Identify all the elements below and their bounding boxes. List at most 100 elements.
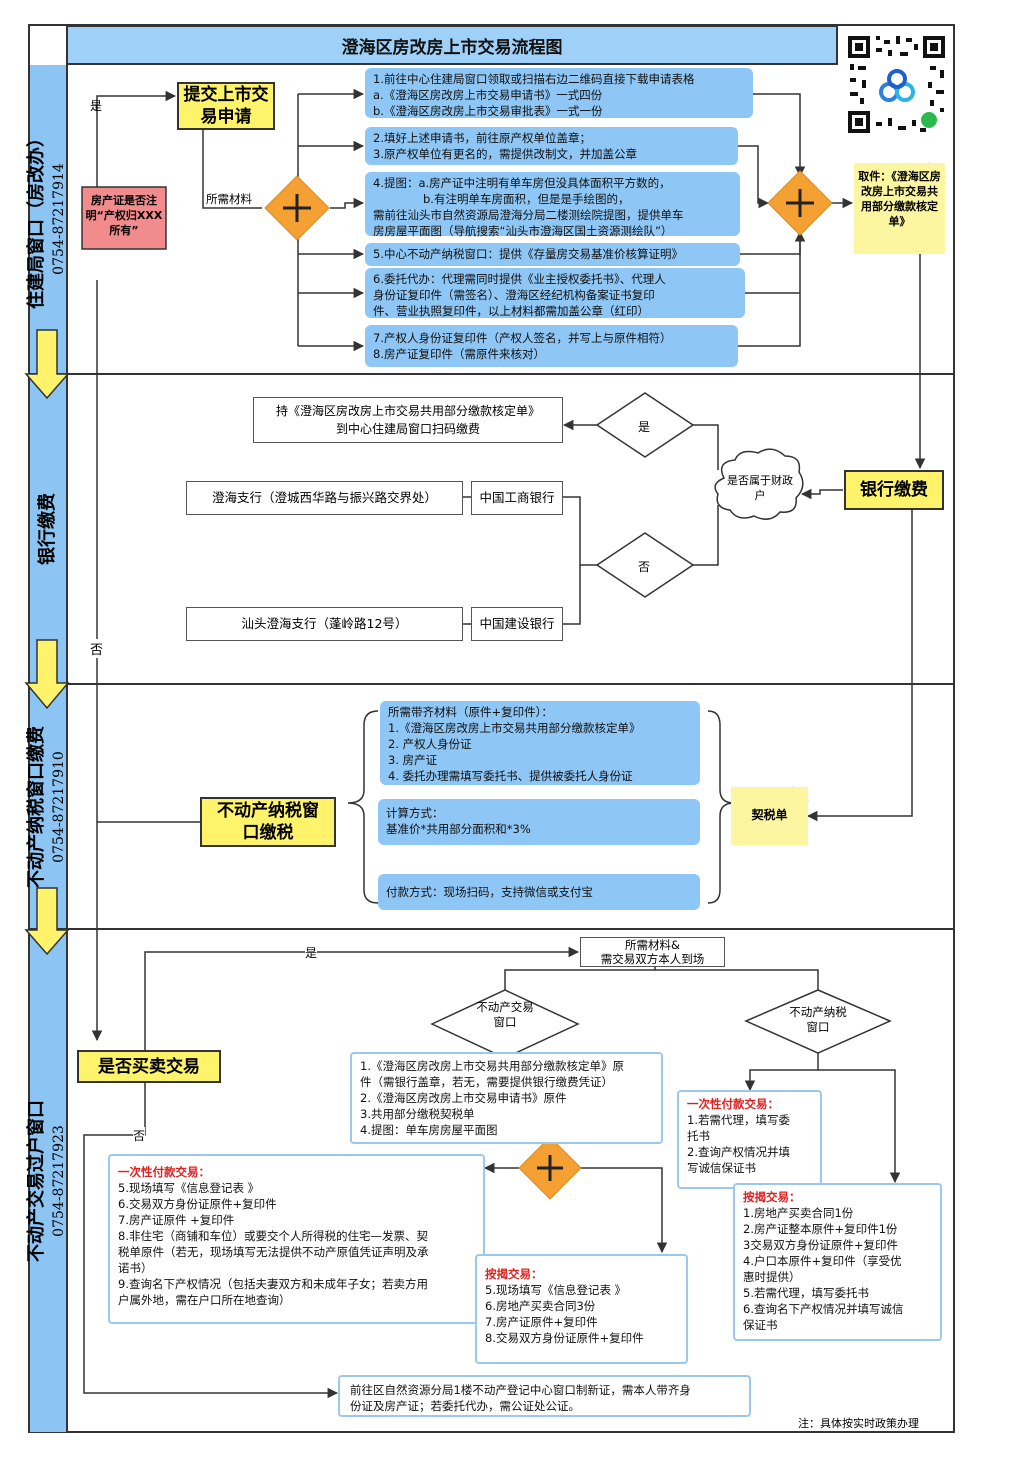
step4-box: 4.提图：a.房产证中注明有单车房但没具体面积平方数的， b.有注明单车房面积，… bbox=[365, 172, 740, 238]
step-line: b.有注明单车房面积，但是是手绘图的， bbox=[423, 192, 630, 206]
plus-icon bbox=[518, 1136, 582, 1200]
sale-no-label: 否 bbox=[133, 1127, 146, 1144]
cert-check-box: 房产证是否注明“产权归XXX所有” bbox=[84, 193, 164, 238]
tax-payment-box: 付款方式：现场扫码，支持微信或支付宝 bbox=[378, 874, 700, 910]
step-line: 房房屋平面图（导航搜索“汕头市澄海区国土资源测绘队”） bbox=[373, 224, 673, 238]
tax-mortgage-line: 4.户口本原件+复印件（享受优 bbox=[743, 1254, 902, 1268]
trade-doc-line: 2.《澄海区房改房上市交易申请书》原件 bbox=[360, 1091, 567, 1105]
step-line: 8.房产证复印件（需原件来核对） bbox=[373, 347, 545, 361]
tax-window-line: 窗口 bbox=[806, 1020, 830, 1034]
mortgage-line: 8.交易双方身份证原件+复印件 bbox=[485, 1331, 644, 1345]
branch1-text: 澄海支行（澄城西华路与振兴路交界处） bbox=[211, 490, 437, 505]
cert-check-text: 房产证是否注明“产权归XXX所有” bbox=[85, 194, 163, 237]
tax-mortgage-line: 6.查询名下产权情况并填写诚信 bbox=[743, 1302, 904, 1316]
tax-calc-box: 计算方式： 基准价*共用部分面积和*3% bbox=[378, 799, 700, 845]
tax-mortgage-line: 2.房产证整本原件+复印件1份 bbox=[743, 1222, 898, 1236]
footnote: 注：具体按实时政策办理 bbox=[798, 1417, 919, 1430]
branch1-box: 澄海支行（澄城西华路与振兴路交界处） bbox=[186, 481, 463, 515]
bank2-text: 中国建设银行 bbox=[479, 616, 555, 631]
submit-application-box: 提交上市交易申请 bbox=[177, 82, 275, 130]
tax-mortgage-title: 按揭交易： bbox=[743, 1190, 801, 1204]
step-line: 件、营业执照复印件，以上材料都需加盖公章（红印） bbox=[373, 304, 649, 318]
bank-pay-text: 银行缴费 bbox=[860, 480, 928, 500]
trade-window-line: 不动产交易 bbox=[476, 1000, 534, 1014]
step-line: 5.中心不动产纳税窗口：提供《存量房交易基准价核算证明》 bbox=[373, 247, 683, 261]
step1-box: 1.前往中心住建局窗口领取或扫描右边二维码直接下载申请表格 a.《澄海区房改房上… bbox=[365, 68, 753, 118]
pay-note-line: 持《澄海区房改房上市交易共用部分缴款核定单》 bbox=[275, 404, 540, 418]
once-line: 税单原件（若无，现场填写无法提供不动产原值凭证声明及承 bbox=[118, 1245, 429, 1259]
tax-window-text: 不动产纳税窗口缴税 bbox=[217, 801, 319, 843]
once-line: 9.查询名下产权情况（包括夫妻双方和未成年子女；若卖方用 bbox=[118, 1277, 428, 1291]
tax-mortgage-line: 5.若需代理，填写委托书 bbox=[743, 1286, 869, 1300]
tax-calc-line: 基准价*共用部分面积和*3% bbox=[386, 822, 531, 836]
tax-calc-line: 计算方式： bbox=[386, 806, 444, 820]
trade-docs-box: 1.《澄海区房改房上市交易共用部分缴款核定单》原 件（需银行盖章，若无，需要提供… bbox=[350, 1052, 663, 1144]
decision-diamond-trade bbox=[430, 989, 580, 1059]
tax-material-line: 2. 产权人身份证 bbox=[388, 737, 472, 751]
once-line: 5.现场填写《信息登记表 》 bbox=[118, 1181, 260, 1195]
tax-mortgage-line: 保证书 bbox=[743, 1318, 778, 1332]
yes-label: 是 bbox=[90, 99, 103, 113]
tax-window-decision-text: 不动产纳税 窗口 bbox=[778, 1005, 858, 1035]
tax-window-line: 不动产纳税 bbox=[789, 1005, 847, 1019]
bank1-text: 中国工商银行 bbox=[479, 490, 555, 505]
tax-mortgage-line: 3交易双方身份证原件+复印件 bbox=[743, 1238, 898, 1252]
step-line: 7.产权人身份证复印件（产权人签名，并写上与原件相符） bbox=[373, 331, 672, 345]
left-no-label: 否 bbox=[90, 639, 104, 658]
pickup-text: 取件：《澄海区房改房上市交易共用部分缴款核定单》 bbox=[858, 170, 941, 228]
check-box-shape bbox=[81, 186, 167, 250]
branch2-box: 汕头澄海支行（蓬岭路12号） bbox=[186, 607, 463, 641]
step5-box: 5.中心不动产纳税窗口：提供《存量房交易基准价核算证明》 bbox=[365, 243, 740, 266]
is-sale-box: 是否买卖交易 bbox=[77, 1050, 221, 1083]
lane-header-bank: 银行缴费 bbox=[30, 375, 68, 683]
step-line: 3.原产权单位有更名的，需提供改制文，并加盖公章 bbox=[373, 147, 637, 161]
plus-icon bbox=[767, 170, 833, 236]
trade-doc-line: 3.共用部分缴税契税单 bbox=[360, 1107, 475, 1121]
once-line: 7.房产证原件 +复印件 bbox=[118, 1213, 235, 1227]
need-line: 所需材料& bbox=[625, 938, 680, 952]
lane-divider bbox=[28, 373, 955, 375]
tax-material-line: 1.《澄海区房改房上市交易共用部分缴款核定单》 bbox=[388, 721, 641, 735]
step7-box: 7.产权人身份证复印件（产权人签名，并写上与原件相符） 8.房产证复印件（需原件… bbox=[365, 325, 738, 367]
diamond-yes-label: 是 bbox=[638, 420, 651, 434]
trade-doc-line: 件（需银行盖章，若无，需要提供银行缴费凭证） bbox=[360, 1075, 613, 1089]
decision-diamond-no bbox=[595, 532, 695, 598]
tax-mortgage-box: 按揭交易： 1.房地产买卖合同1份 2.房产证整本原件+复印件1份 3交易双方身… bbox=[733, 1183, 942, 1341]
trade-window-line: 窗口 bbox=[493, 1015, 517, 1029]
mortgage-line: 5.现场填写《信息登记表 》 bbox=[485, 1283, 627, 1297]
branch2-text: 汕头澄海支行（蓬岭路12号） bbox=[241, 616, 408, 631]
down-arrow-icon bbox=[24, 329, 70, 956]
mortgage-line: 6.房地产买卖合同3份 bbox=[485, 1299, 596, 1313]
step-line: 4.提图：a.房产证中注明有单车房但没具体面积平方数的， bbox=[373, 176, 671, 190]
once-title: 一次性付款交易： bbox=[118, 1165, 210, 1179]
mortgage-line: 7.房产证原件+复印件 bbox=[485, 1315, 598, 1329]
mortgage-title: 按揭交易： bbox=[485, 1267, 543, 1281]
materials-label: 所需材料 bbox=[206, 192, 252, 206]
once-line: 诺书） bbox=[118, 1261, 153, 1275]
decision-diamond-tax bbox=[744, 989, 892, 1054]
tax-once-line: 2.查询产权情况并填 bbox=[687, 1145, 790, 1159]
is-sale-text: 是否买卖交易 bbox=[98, 1056, 200, 1077]
trade-doc-line: 4.提图：单车房房屋平面图 bbox=[360, 1123, 498, 1137]
need-line: 需交易双方本人到场 bbox=[600, 952, 705, 966]
plus-icon bbox=[264, 175, 330, 241]
final-line: 前往区自然资源分局1楼不动产登记中心窗口制新证，需本人带齐身 bbox=[350, 1383, 691, 1397]
tax-once-line: 写诚信保证书 bbox=[687, 1161, 756, 1175]
step-line: 6.委托代办：代理需同时提供《业主授权委托书》、代理人 bbox=[373, 272, 666, 286]
step-line: 2.填好上述申请书，前往原产权单位盖章； bbox=[373, 131, 591, 145]
need-box: 所需材料& 需交易双方本人到场 bbox=[580, 937, 725, 967]
tax-mortgage-line: 惠时提供） bbox=[743, 1270, 801, 1284]
cloud-shape bbox=[714, 448, 804, 520]
submit-application-text: 提交上市交易申请 bbox=[183, 85, 269, 127]
pickup-note: 取件：《澄海区房改房上市交易共用部分缴款核定单》 bbox=[854, 163, 945, 254]
bank-pay-box: 银行缴费 bbox=[844, 470, 944, 510]
step-line: 需前往汕头市自然资源局澄海分局二楼测绘院提图，提供单车 bbox=[373, 208, 684, 222]
step-line: a.《澄海区房改房上市交易申请书》一式四份 bbox=[373, 88, 603, 102]
tax-once-line: 托书 bbox=[687, 1129, 710, 1143]
once-line: 户属外地，需在户口所在地查询） bbox=[118, 1293, 291, 1307]
sale-yes-label: 是 bbox=[305, 944, 318, 961]
trade-window-text: 不动产交易 窗口 bbox=[465, 1000, 545, 1030]
step-line: 1.前往中心住建局窗口领取或扫描右边二维码直接下载申请表格 bbox=[373, 72, 695, 86]
